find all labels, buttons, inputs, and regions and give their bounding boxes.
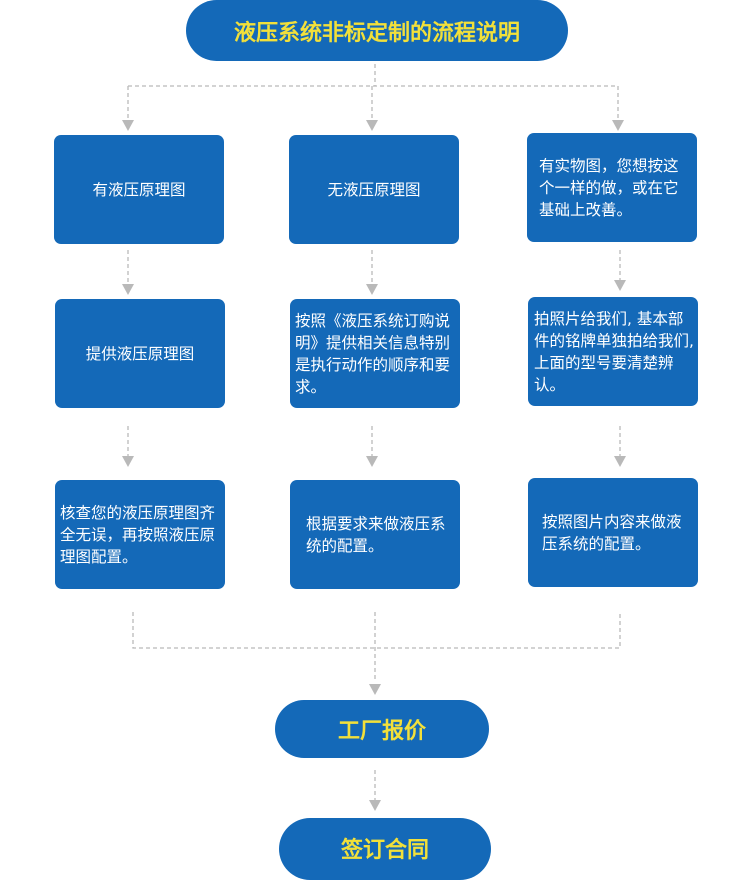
box-no-schematic-text: 无液压原理图 [327, 180, 421, 199]
box-send-photos: 拍照片给我们, 基本部件的铭牌单独拍给我们, 上面的型号要清楚辨认。 [528, 297, 698, 406]
box-provide-schematic: 提供液压原理图 [55, 299, 225, 408]
box-configure-by-photos-text: 按照图片内容来做液压系统的配置。 [542, 512, 682, 553]
box-has-schematic-text: 有液压原理图 [92, 180, 186, 199]
box-check-schematic-text: 核查您的液压原理图齐全无误，再按照液压原理图配置。 [60, 503, 216, 566]
box-configure-by-requirements: 根据要求来做液压系统的配置。 [290, 480, 460, 589]
box-order-instructions: 按照《液压系统订购说明》提供相关信息特别是执行动作的顺序和要求。 [290, 299, 460, 408]
box-configure-by-photos: 按照图片内容来做液压系统的配置。 [528, 478, 698, 587]
box-has-schematic: 有液压原理图 [54, 135, 224, 244]
box-provide-schematic-text: 提供液压原理图 [85, 344, 195, 363]
sign-contract-pill: 签订合同 [279, 818, 491, 880]
box-order-instructions-text: 按照《液压系统订购说明》提供相关信息特别是执行动作的顺序和要求。 [295, 311, 451, 396]
box-check-schematic: 核查您的液压原理图齐全无误，再按照液压原理图配置。 [55, 480, 225, 589]
box-has-physical: 有实物图，您想按这个一样的做，或在它基础上改善。 [527, 133, 697, 242]
box-configure-by-requirements-text: 根据要求来做液压系统的配置。 [306, 514, 446, 555]
factory-quote-pill: 工厂报价 [275, 700, 489, 758]
connector-lines [122, 64, 626, 811]
box-send-photos-text: 拍照片给我们, 基本部件的铭牌单独拍给我们, 上面的型号要清楚辨认。 [534, 309, 694, 394]
page-title: 液压系统非标定制的流程说明 [186, 0, 568, 61]
box-has-physical-text: 有实物图，您想按这个一样的做，或在它基础上改善。 [539, 156, 679, 219]
box-no-schematic: 无液压原理图 [289, 135, 459, 244]
